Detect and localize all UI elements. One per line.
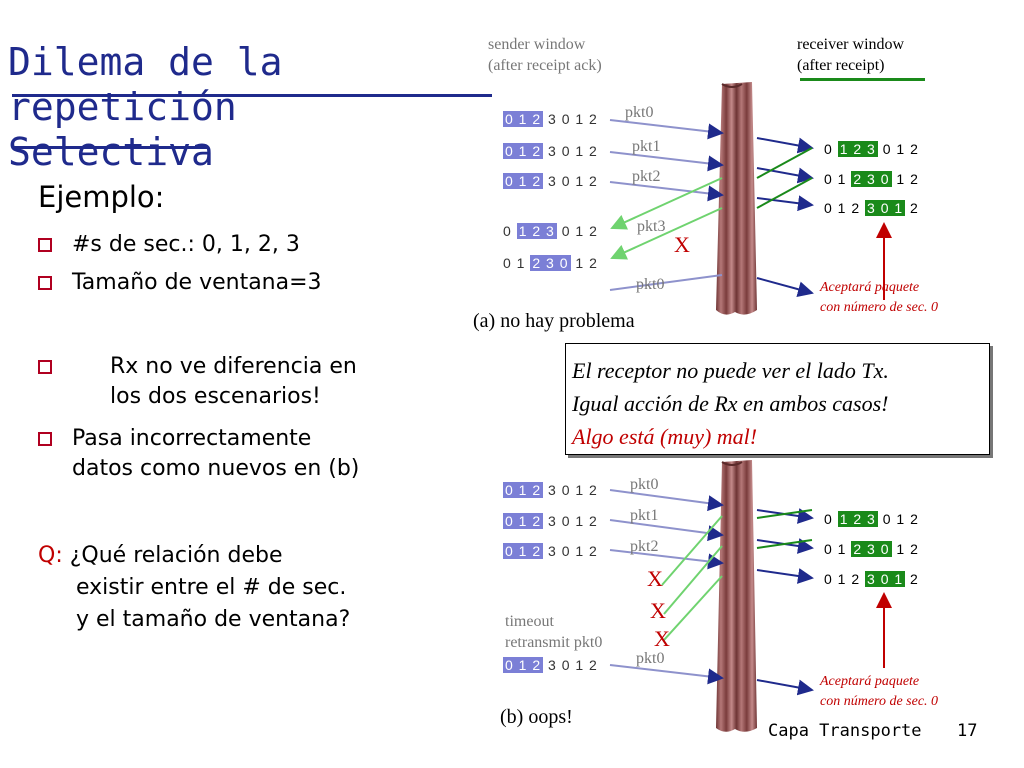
curtain-top xyxy=(716,82,757,315)
ack-a-rx-1 xyxy=(756,147,813,179)
question-prefix: Q: xyxy=(38,543,63,568)
bullet-icon xyxy=(38,238,52,252)
bullet-seq-numbers: #s de sec.: 0, 1, 2, 3 xyxy=(38,230,300,260)
arrow-a-rx-1 xyxy=(756,137,814,154)
bullet-icon xyxy=(38,432,52,446)
receiver-window-a-2: 0 1 2 3 0 1 2 xyxy=(824,171,919,187)
sender-window-header: sender window (after receipt ack) xyxy=(488,36,602,74)
ack-b-1 xyxy=(661,515,723,586)
pkt-label-a-3: pkt3 xyxy=(637,218,666,235)
ack-b-2 xyxy=(663,545,723,615)
arrow-b-rx-pkt0 xyxy=(756,679,814,696)
arrow-a-rx-3 xyxy=(756,195,814,212)
arrow-a-rx-2 xyxy=(756,167,814,184)
title-line-1: Dilema de la repetición xyxy=(8,40,283,129)
arrow-b-pkt1 xyxy=(609,519,724,542)
warning-box: El receptor no puede ver el lado Tx. Igu… xyxy=(565,343,990,455)
pkt-label-b-1: pkt1 xyxy=(630,507,659,524)
page-title: Dilema de la repetición Selectiva xyxy=(8,40,508,174)
bullet-icon xyxy=(38,276,52,290)
arrow-b-pkt2 xyxy=(609,549,724,570)
sender-window-a-3: 0 1 2 3 0 1 2 xyxy=(503,173,598,189)
pkt-label-b-2: pkt2 xyxy=(630,538,659,555)
loss-mark-b-3: X xyxy=(654,626,670,651)
sender-window-a-4: 0 1 2 3 0 1 2 xyxy=(503,223,598,239)
footer-page-number: 17 xyxy=(957,721,978,741)
question: Q: ¿Qué relación debe existir entre el #… xyxy=(38,543,351,632)
bullet-window-size: Tamaño de ventana=3 xyxy=(38,268,322,298)
sender-window-a-5: 0 1 2 3 0 1 2 xyxy=(503,255,598,271)
title-underline xyxy=(12,94,492,97)
receiver-window-b-2: 0 1 2 3 0 1 2 xyxy=(824,541,919,557)
pkt-label-b-0: pkt0 xyxy=(630,476,659,493)
arrow-a-pkt0-retrans xyxy=(609,274,723,291)
sender-window-b-1: 0 1 2 3 0 1 2 xyxy=(503,482,598,498)
title-underline-2 xyxy=(12,146,208,149)
pkt-label-a-0: pkt0 xyxy=(625,104,654,121)
receiver-window-a-1: 0 1 2 3 0 1 2 xyxy=(824,141,919,157)
arrow-b-pkt0 xyxy=(609,489,724,512)
loss-mark-b-2: X xyxy=(650,598,666,623)
pkt-label-b-0b: pkt0 xyxy=(636,650,665,667)
sender-window-b-2: 0 1 2 3 0 1 2 xyxy=(503,513,598,529)
arrow-a-pkt2 xyxy=(609,181,724,202)
ack-b-rx-1 xyxy=(756,509,813,519)
pkt-label-a-0b: pkt0 xyxy=(636,276,665,293)
receiver-window-b-1: 0 1 2 3 0 1 2 xyxy=(824,511,919,527)
scenario-b-caption: (b) oops! xyxy=(500,706,573,728)
receiver-window-b-3: 0 1 2 3 0 1 2 xyxy=(824,571,919,587)
arrow-a-rx-pkt0 xyxy=(756,277,814,298)
ejemplo-heading: Ejemplo: xyxy=(38,180,165,214)
sender-window-b-4: 0 1 2 3 0 1 2 xyxy=(503,657,598,673)
loss-mark-b-1: X xyxy=(647,566,663,591)
ack-a-2 xyxy=(610,207,723,260)
bullet-icon xyxy=(38,360,52,374)
sender-window-b-3: 0 1 2 3 0 1 2 xyxy=(503,543,598,559)
title-line-2: Selectiva xyxy=(8,129,214,174)
pkt-label-a-1: pkt1 xyxy=(632,138,661,155)
arrow-b-retrans xyxy=(609,664,724,685)
receiver-window-a-3: 0 1 2 3 0 1 2 xyxy=(824,200,919,216)
ack-b-3 xyxy=(663,575,723,641)
loss-mark-a: X xyxy=(674,232,690,257)
sender-window-a-2: 0 1 2 3 0 1 2 xyxy=(503,143,598,159)
receiver-header-underline xyxy=(800,78,925,81)
scenario-a-caption: (a) no hay problema xyxy=(473,310,635,332)
curtain-bottom xyxy=(716,460,757,732)
arrow-a-pkt0 xyxy=(609,119,724,140)
arrow-a-pkt1 xyxy=(609,151,724,172)
pkt-label-a-2: pkt2 xyxy=(632,168,661,185)
receiver-window-header: receiver window (after receipt) xyxy=(797,36,905,74)
ack-b-rx-2 xyxy=(756,539,813,549)
arrow-b-rx-3 xyxy=(756,568,814,584)
footer-course: Capa Transporte xyxy=(768,721,922,741)
ack-a-1 xyxy=(610,177,723,230)
sender-window-a-1: 0 1 2 3 0 1 2 xyxy=(503,111,598,127)
ack-a-rx-2 xyxy=(756,177,813,209)
